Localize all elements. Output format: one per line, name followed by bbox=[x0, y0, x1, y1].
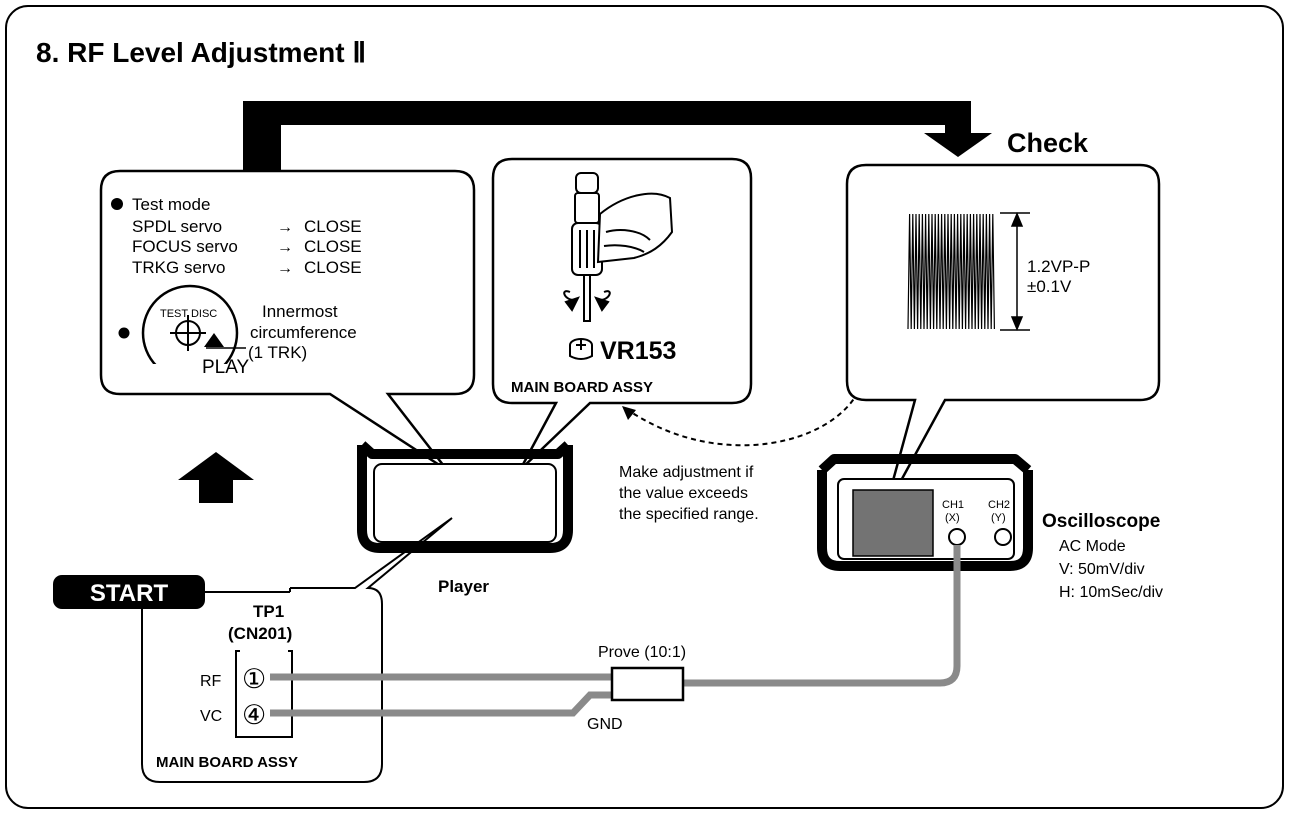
adjustment-callout bbox=[491, 157, 753, 471]
up-arrow-icon bbox=[178, 452, 254, 503]
ch1-label: CH1 bbox=[942, 499, 964, 511]
ch1-sub-label: (X) bbox=[945, 512, 960, 524]
row-arrow-focus: → bbox=[277, 239, 293, 256]
row-arrow-trkg: → bbox=[277, 260, 293, 277]
tp-subtitle: (CN201) bbox=[228, 624, 292, 643]
note-line-1: Make adjustment if bbox=[619, 464, 754, 481]
row-name-focus: FOCUS servo bbox=[132, 237, 238, 256]
waveform-path bbox=[907, 213, 995, 330]
pin-name-rf: RF bbox=[200, 673, 222, 690]
flow-arrow-to-check bbox=[243, 101, 992, 171]
row-state-trkg: CLOSE bbox=[304, 258, 362, 277]
ch2-sub-label: (Y) bbox=[991, 512, 1006, 524]
probe-label: Prove (10:1) bbox=[598, 644, 686, 661]
amplitude-dimension bbox=[1000, 212, 1030, 331]
ground-cable-vc bbox=[270, 691, 612, 717]
dashed-return-arrow bbox=[630, 391, 859, 447]
test-mode-callout bbox=[99, 169, 476, 472]
bullet-icon bbox=[118, 327, 130, 339]
position-line-2: circumference bbox=[250, 323, 357, 342]
start-badge bbox=[53, 575, 205, 609]
oscilloscope-device bbox=[817, 454, 1033, 571]
check-label: Check bbox=[1007, 128, 1089, 158]
potentiometer-icon bbox=[569, 338, 593, 360]
oscilloscope-label: Oscilloscope bbox=[1042, 511, 1160, 532]
page-title: 8. RF Level Adjustment Ⅱ bbox=[36, 37, 366, 68]
test-disc-icon bbox=[141, 284, 246, 386]
note-line-3: the specified range. bbox=[619, 506, 759, 523]
position-line-3: (1 TRK) bbox=[248, 343, 307, 362]
waveform-trace bbox=[907, 213, 995, 330]
connector-outline bbox=[235, 650, 293, 738]
play-label: PLAY bbox=[202, 357, 250, 378]
pin-number-4: ④ bbox=[242, 700, 266, 730]
note-line-2: the value exceeds bbox=[619, 485, 748, 502]
tp-board-label: MAIN BOARD ASSY bbox=[156, 754, 298, 771]
start-label: START bbox=[90, 580, 169, 607]
player-device bbox=[357, 441, 573, 553]
row-name-trkg: TRKG servo bbox=[132, 258, 226, 277]
pin-name-vc: VC bbox=[200, 708, 222, 725]
row-arrow-spdl: → bbox=[277, 219, 293, 236]
setting-vertical: V: 50mV/div bbox=[1059, 561, 1145, 578]
screwdriver-hand-icon bbox=[563, 172, 674, 322]
test-disc-label: TEST DISC bbox=[160, 308, 217, 320]
row-state-focus: CLOSE bbox=[304, 237, 362, 256]
outer-frame bbox=[5, 5, 1284, 809]
test-mode-heading: Test mode bbox=[132, 195, 210, 214]
amplitude-line-1: 1.2VP-P bbox=[1027, 257, 1090, 276]
pin-number-1: ① bbox=[242, 664, 266, 694]
probe-body bbox=[610, 666, 685, 702]
ch2-label: CH2 bbox=[988, 499, 1010, 511]
test-point-callout bbox=[141, 517, 453, 783]
vr153-label: VR153 bbox=[600, 337, 676, 365]
setting-ac-mode: AC Mode bbox=[1059, 538, 1126, 555]
dashed-arrowhead-icon bbox=[622, 406, 636, 420]
probe-cable-ch1 bbox=[683, 545, 961, 687]
amplitude-line-2: ±0.1V bbox=[1027, 277, 1072, 296]
player-label: Player bbox=[438, 577, 489, 596]
adjust-board-label: MAIN BOARD ASSY bbox=[511, 379, 653, 396]
gnd-label: GND bbox=[587, 716, 623, 733]
setting-horizontal: H: 10mSec/div bbox=[1059, 584, 1163, 601]
position-line-1: Innermost bbox=[262, 302, 338, 321]
tp-title: TP1 bbox=[253, 602, 284, 621]
row-name-spdl: SPDL servo bbox=[132, 217, 222, 236]
bullet-icon bbox=[111, 198, 123, 210]
row-state-spdl: CLOSE bbox=[304, 217, 362, 236]
